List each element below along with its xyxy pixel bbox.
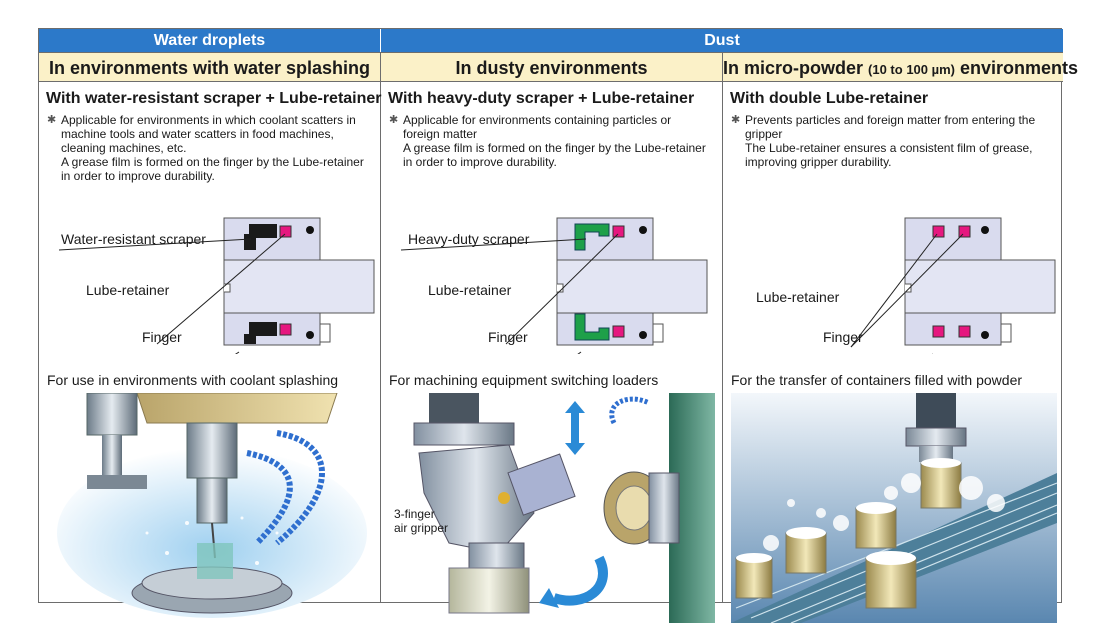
option-title: With heavy-duty scraper + Lube-retainer: [388, 90, 695, 107]
column-water-resistant: With water-resistant scraper + Lube-reta…: [39, 82, 382, 618]
label-finger: Finger: [823, 329, 863, 345]
seal-cross-section: [850, 217, 1056, 394]
asterisk-icon: ✱: [47, 114, 57, 126]
loader-gripper-illustration: 3-finger air gripper: [389, 393, 715, 623]
env-micro-powder-range: (10 to 100 µm): [868, 62, 955, 77]
cross-section-diagram: Lube-retainer Finger: [723, 194, 1063, 394]
label-finger: Finger: [488, 329, 528, 345]
option-title: With water-resistant scraper + Lube-reta…: [46, 90, 382, 107]
seal-cross-section: [58, 217, 375, 395]
env-micro-powder: In micro-powder (10 to 100 µm) environme…: [723, 52, 1078, 82]
seal-cross-section: [400, 217, 708, 395]
bullet-text: Prevents particles and foreign matter fr…: [745, 113, 1036, 141]
header-water-droplets: Water droplets: [39, 29, 381, 52]
description-text: The Lube-retainer ensures a consistent f…: [745, 141, 1033, 169]
label-lube-retainer: Lube-retainer: [428, 282, 512, 298]
bullet-text: Applicable for environments containing p…: [403, 113, 672, 141]
coolant-machine-illustration: [47, 393, 373, 623]
label-water-resistant-scraper: Water-resistant scraper: [61, 231, 206, 247]
photo-caption: For the transfer of containers filled wi…: [731, 372, 1023, 388]
env-micro-powder-end: environments: [960, 58, 1079, 78]
env-water-splashing: In environments with water splashing: [39, 52, 381, 82]
label-lube-retainer: Lube-retainer: [756, 289, 840, 305]
powder-containers-illustration: [731, 393, 1057, 623]
label-finger: Finger: [142, 329, 182, 345]
photo-label-3-finger: 3-finger: [394, 507, 435, 521]
cross-section-diagram: Water-resistant scraper Lube-retainer Fi…: [39, 194, 380, 395]
photo-caption: For machining equipment switching loader…: [389, 372, 659, 388]
comparison-table: Water droplets Dust In environments with…: [38, 28, 1078, 623]
label-lube-retainer: Lube-retainer: [86, 282, 170, 298]
description-text: A grease film is formed on the finger by…: [61, 155, 364, 183]
option-title: With double Lube-retainer: [730, 90, 929, 107]
column-heavy-duty: With heavy-duty scraper + Lube-retainer …: [381, 82, 723, 623]
bullet-text: Applicable for environments in which coo…: [61, 113, 356, 155]
label-heavy-duty-scraper: Heavy-duty scraper: [408, 231, 530, 247]
option-description: ✱ Applicable for environments in which co…: [47, 113, 369, 183]
asterisk-icon: ✱: [389, 114, 399, 126]
photo-label-air-gripper: air gripper: [394, 521, 449, 535]
env-dusty: In dusty environments: [381, 52, 723, 82]
env-micro-powder-main: In micro-powder: [723, 58, 864, 78]
cross-section-diagram: Heavy-duty scraper Lube-retainer Finger: [381, 194, 722, 395]
option-description: ✱ Prevents particles and foreign matter f…: [731, 113, 1053, 169]
header-dust: Dust: [381, 29, 1063, 52]
column-double-lube-retainer: With double Lube-retainer ✱ Prevents part…: [723, 82, 1063, 623]
asterisk-icon: ✱: [731, 114, 741, 126]
description-text: A grease film is formed on the finger by…: [403, 141, 706, 169]
option-description: ✱ Applicable for environments containing …: [389, 113, 711, 169]
photo-caption: For use in environments with coolant spl…: [47, 372, 339, 388]
